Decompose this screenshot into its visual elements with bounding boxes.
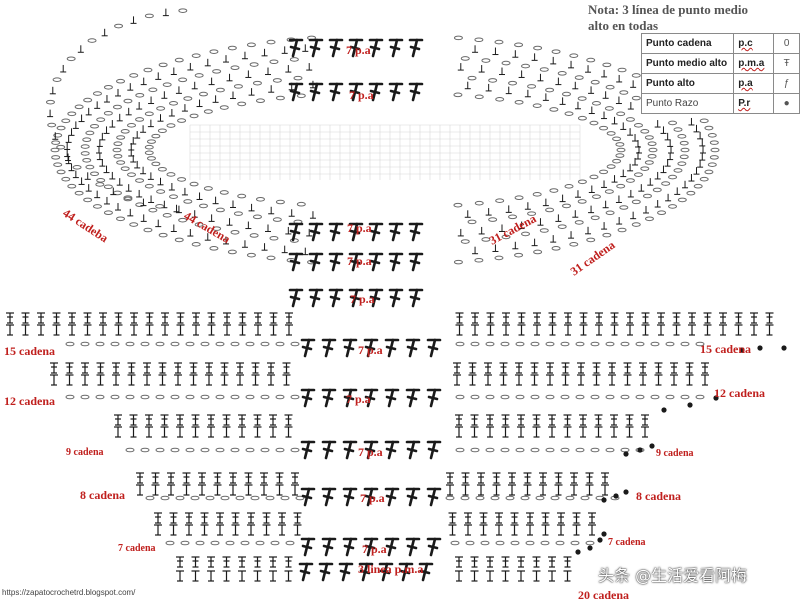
- double-crochet-icon: ƒ: [773, 73, 800, 94]
- legend-name: Punto medio alto: [640, 53, 735, 74]
- row-4-left-label: 8 cadena: [80, 488, 125, 502]
- legend-abbr: p.a: [733, 73, 775, 94]
- row-3-left-label: 9 cadena: [66, 447, 104, 458]
- legend-name: Punto cadena: [640, 33, 735, 54]
- sole-label-top-2: 7 p.a: [349, 88, 374, 102]
- sole-label-bottom-3: 7 p.a: [350, 292, 375, 306]
- sole-label-left-outer: 44 cadeba: [60, 206, 110, 246]
- row-4-center-label: 7 p.a: [360, 491, 385, 505]
- sole-label-top-1: 7 p.a: [346, 43, 371, 57]
- row-5-right-label: 7 cadena: [608, 537, 646, 548]
- sole-label-bottom-1: 7 p.a: [347, 221, 372, 235]
- sole-label-bottom-2: 7 p.a: [347, 254, 372, 268]
- half-double-crochet-icon: Ŧ: [773, 53, 800, 74]
- legend-row-half-double: Punto medio alto p.m.a Ŧ: [640, 53, 800, 74]
- row-3-center-label: 7 p.a: [358, 445, 383, 459]
- stitch-legend-table: Punto cadena p.c 0 Punto medio alto p.m.…: [640, 33, 800, 114]
- chain-stitch-icon: 0: [773, 33, 800, 54]
- bottom-center-label: 3 linea p.m.a: [358, 562, 423, 576]
- row-3-right-label: 9 cadena: [656, 448, 694, 459]
- sole-label-right-outer: 31 cadena: [568, 238, 618, 279]
- row-1-center-label: 7 p.a: [358, 343, 383, 357]
- row-2-left-label: 12 cadena: [4, 394, 55, 408]
- legend-name: Punto Razo: [640, 93, 735, 114]
- note-text: Nota: 3 línea de punto medio alto en tod…: [588, 2, 798, 34]
- legend-row-slip: Punto Razo P.r ●: [640, 93, 800, 114]
- row-1-left-label: 15 cadena: [4, 344, 55, 358]
- sole-center-grid: [189, 124, 581, 180]
- legend-abbr: p.m.a: [733, 53, 775, 74]
- row-1-right-label: 15 cadena: [700, 342, 751, 356]
- bottom-right-label: 20 cadena: [578, 588, 629, 600]
- note-line-1: Nota: 3 línea de punto medio: [588, 2, 748, 17]
- row-5-center-label: 7 p.a: [362, 542, 387, 556]
- source-url: https://zapatocrochetrd.blogspot.com/: [2, 588, 136, 597]
- row-4-right-label: 8 cadena: [636, 489, 681, 503]
- legend-row-chain: Punto cadena p.c 0: [640, 33, 800, 54]
- slip-stitch-icon: ●: [773, 93, 800, 114]
- row-5-left-label: 7 cadena: [118, 543, 156, 554]
- row-2-center-label: 7 p.a: [346, 392, 371, 406]
- legend-row-double: Punto alto p.a ƒ: [640, 73, 800, 94]
- note-line-2: alto en todas: [588, 18, 659, 33]
- stitch-symbols: [6, 8, 787, 582]
- legend-abbr: p.c: [733, 33, 775, 54]
- watermark-text: 头条 @生活爱看阿梅: [598, 566, 748, 585]
- legend-name: Punto alto: [640, 73, 735, 94]
- row-2-right-label: 12 cadena: [714, 386, 765, 400]
- sole-label-right-inner: 31 cadena: [487, 211, 539, 247]
- legend-abbr: P.r: [733, 93, 775, 114]
